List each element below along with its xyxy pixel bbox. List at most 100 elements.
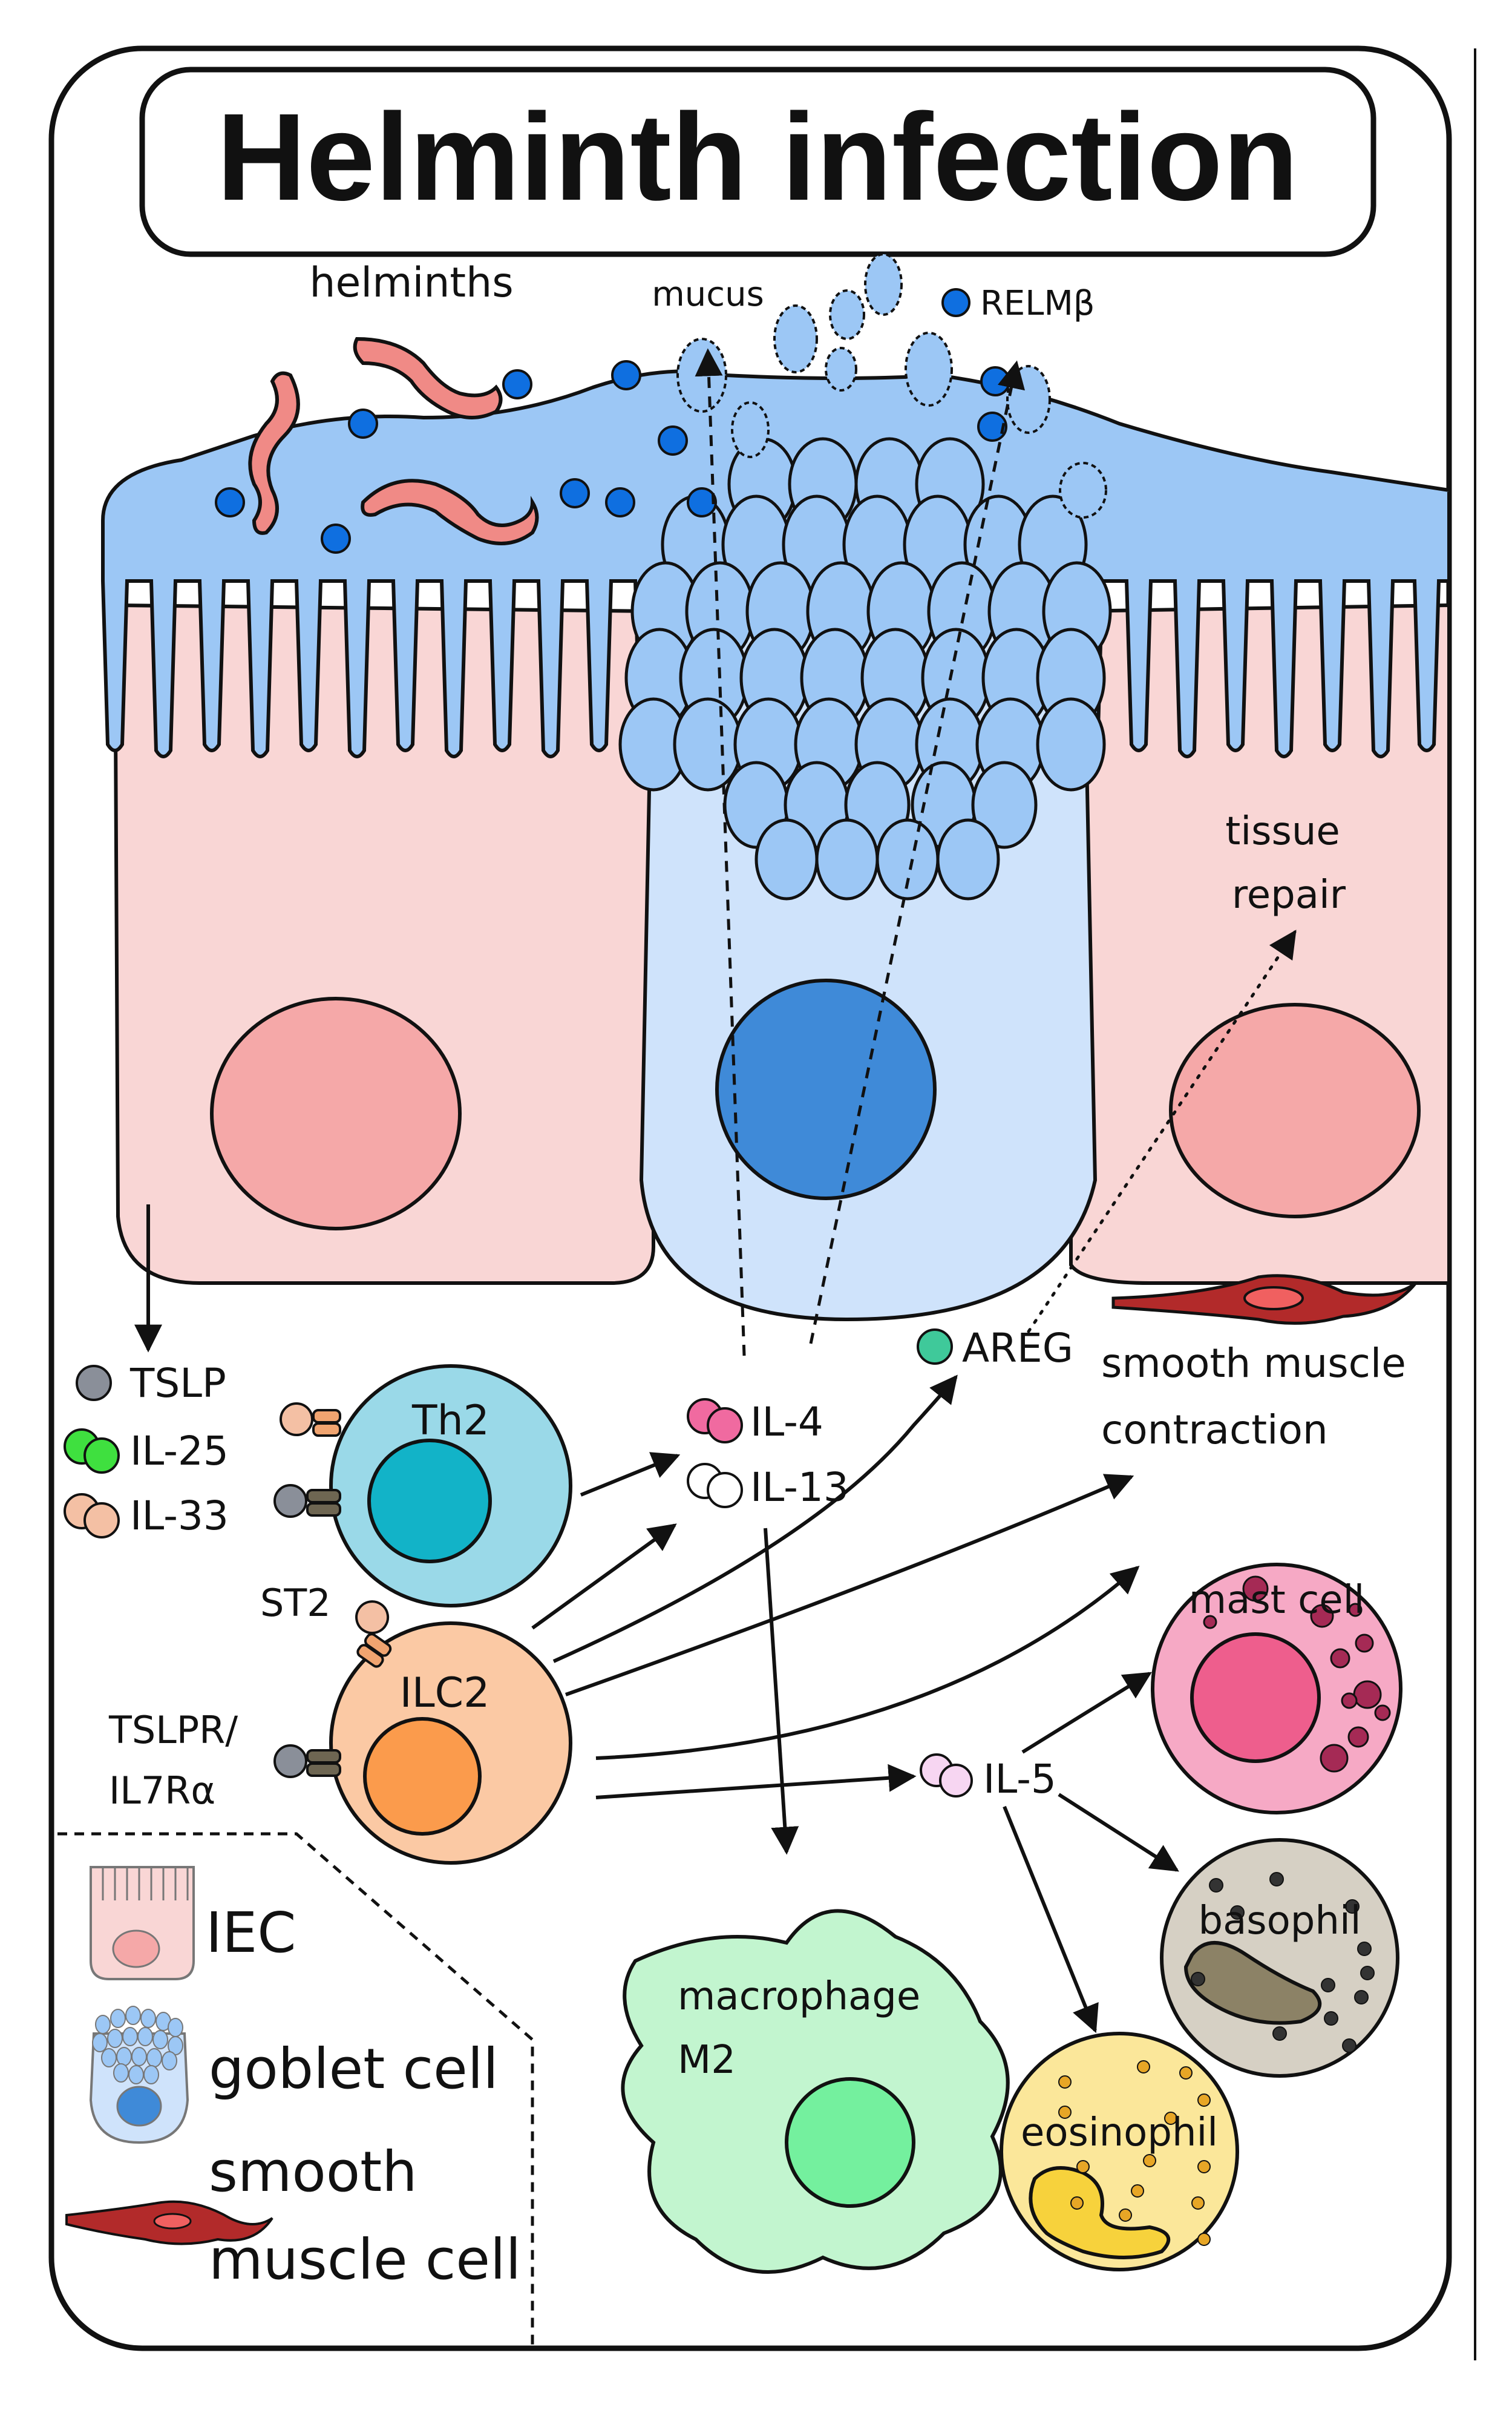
- ilc2-nucleus: [363, 1717, 482, 1836]
- th2-st2-receptor: [280, 1402, 341, 1437]
- mast-granule: [1242, 1575, 1269, 1602]
- il13-label: IL-13: [750, 1464, 849, 1511]
- ilc2-to-il5-arrow: [595, 1764, 917, 1799]
- eosinophil-granule: [1058, 2075, 1072, 2089]
- th2-tslpr-receptor: [273, 1484, 341, 1518]
- mucus-secretion-arrow: [695, 348, 746, 1356]
- goblet-granule: [673, 697, 743, 792]
- legend-goblet-granule: [152, 2030, 168, 2049]
- legend-iec-icon: [90, 1866, 195, 1980]
- il13-dot-b: [707, 1472, 743, 1508]
- eosinophil-granule: [1058, 2106, 1072, 2119]
- relmb-dot: [658, 425, 688, 456]
- released-mucus-granule: [731, 401, 770, 458]
- mast-granule: [1353, 1680, 1382, 1709]
- basophil-granule: [1272, 2026, 1287, 2041]
- basophil-granule: [1230, 1905, 1245, 1920]
- il25-dot-b: [83, 1437, 120, 1474]
- legend-goblet-granule: [162, 2051, 177, 2070]
- areg-dot: [917, 1328, 953, 1365]
- relmb-dot: [348, 409, 378, 439]
- eosinophil-granule: [1191, 2196, 1205, 2210]
- mast-granule: [1320, 1744, 1349, 1773]
- ilc2-label: ILC2: [400, 1669, 490, 1717]
- ilc2-to-smooth-muscle-arrow: [565, 1474, 1134, 1696]
- eosinophil-granule: [1143, 2154, 1156, 2167]
- mast-granule: [1348, 1603, 1363, 1617]
- legend-goblet-granule: [122, 2027, 138, 2046]
- eosinophil-nucleus: [1029, 2166, 1171, 2259]
- eosinophil-granule: [1197, 2093, 1211, 2107]
- relmb-secretion-arrow: [809, 360, 1026, 1344]
- relmb-dot: [977, 412, 1007, 442]
- legend-smooth-label-2: muscle cell: [209, 2227, 521, 2292]
- helminth-worm-1: [248, 371, 300, 535]
- macrophage-nucleus: [785, 2077, 915, 2208]
- legend-goblet-granule: [125, 2006, 141, 2025]
- eosinophil-granule: [1070, 2196, 1084, 2210]
- basophil-granule: [1357, 1942, 1372, 1956]
- relmb-dot: [321, 524, 351, 554]
- il5-dot-b: [939, 1764, 973, 1798]
- relmb-legend-dot: [941, 288, 970, 317]
- ilc2-cell: ILC2: [273, 1600, 572, 1865]
- goblet-granule: [1036, 697, 1106, 792]
- legend-goblet-granule: [110, 2009, 126, 2028]
- helminths-label: helminths: [309, 259, 513, 307]
- legend-smooth-muscle-icon: [65, 2200, 273, 2245]
- legend-goblet-granule: [168, 2018, 183, 2037]
- legend-goblet-granule: [131, 2047, 147, 2066]
- basophil-nucleus: [1183, 1941, 1322, 2025]
- legend-smooth-label-1: smooth: [209, 2139, 417, 2204]
- released-mucus-granule: [1059, 462, 1107, 519]
- eosinophil: eosinophil: [1000, 2032, 1239, 2271]
- legend-goblet-icon: [89, 2006, 189, 2144]
- basophil-granule: [1191, 1972, 1205, 1986]
- basophil-granule: [1354, 1990, 1369, 2005]
- helminth-worm-2: [353, 337, 503, 419]
- eosinophil-granule: [1197, 2160, 1211, 2173]
- macrophage-m2: macrophage M2: [621, 1909, 1010, 2274]
- goblet-nucleus: [715, 979, 937, 1200]
- released-mucus-granule: [676, 338, 727, 413]
- relmb-dot: [560, 478, 590, 508]
- goblet-granule: [971, 761, 1038, 849]
- tslp-label: TSLP: [129, 1360, 226, 1407]
- th2-to-il4-arrow: [580, 1452, 681, 1497]
- basophil-granule: [1345, 1899, 1360, 1914]
- il5-to-eosinophil-arrow: [1003, 1805, 1099, 2034]
- relmb-dot: [687, 487, 717, 517]
- il33-dot-b: [83, 1502, 120, 1538]
- legend-goblet-granule: [137, 2027, 153, 2046]
- areg-label: AREG: [962, 1325, 1073, 1371]
- relmb-dot: [502, 369, 532, 399]
- relmb-dot: [215, 487, 245, 517]
- basophil-label: basophil: [1198, 1899, 1361, 1943]
- iec-right-nucleus: [1169, 1003, 1421, 1218]
- legend-goblet-granule: [146, 2048, 162, 2067]
- released-mucus-granule: [864, 253, 903, 316]
- helminth-worm-3: [361, 479, 539, 545]
- legend-goblet-label: goblet cell: [209, 2037, 499, 2101]
- mast-granule: [1341, 1692, 1358, 1709]
- il4-dot-b: [707, 1407, 743, 1443]
- title-box: [139, 67, 1376, 257]
- released-mucus-granule: [905, 332, 953, 407]
- eosinophil-granules: [1058, 2060, 1211, 2246]
- ilc2-to-il13-arrow: [531, 1523, 677, 1630]
- eosinophil-granule: [1197, 2233, 1211, 2246]
- il33-label: IL-33: [130, 1492, 229, 1539]
- legend-goblet-granule: [116, 2047, 132, 2066]
- page-title: Helminth infection: [217, 88, 1298, 226]
- smooth-muscle-cell: [1111, 1274, 1417, 1325]
- ilc2-tslpr-receptor: [273, 1744, 341, 1778]
- legend-goblet-granule: [107, 2029, 123, 2048]
- eosinophil-granule: [1131, 2184, 1144, 2198]
- mast-granule: [1374, 1704, 1391, 1721]
- eosinophil-granule: [1179, 2066, 1193, 2080]
- released-mucus-granule: [773, 304, 818, 373]
- tissue-repair-arrow: [1027, 930, 1297, 1333]
- mast-cell-nucleus: [1190, 1632, 1321, 1763]
- goblet-granule: [754, 818, 819, 901]
